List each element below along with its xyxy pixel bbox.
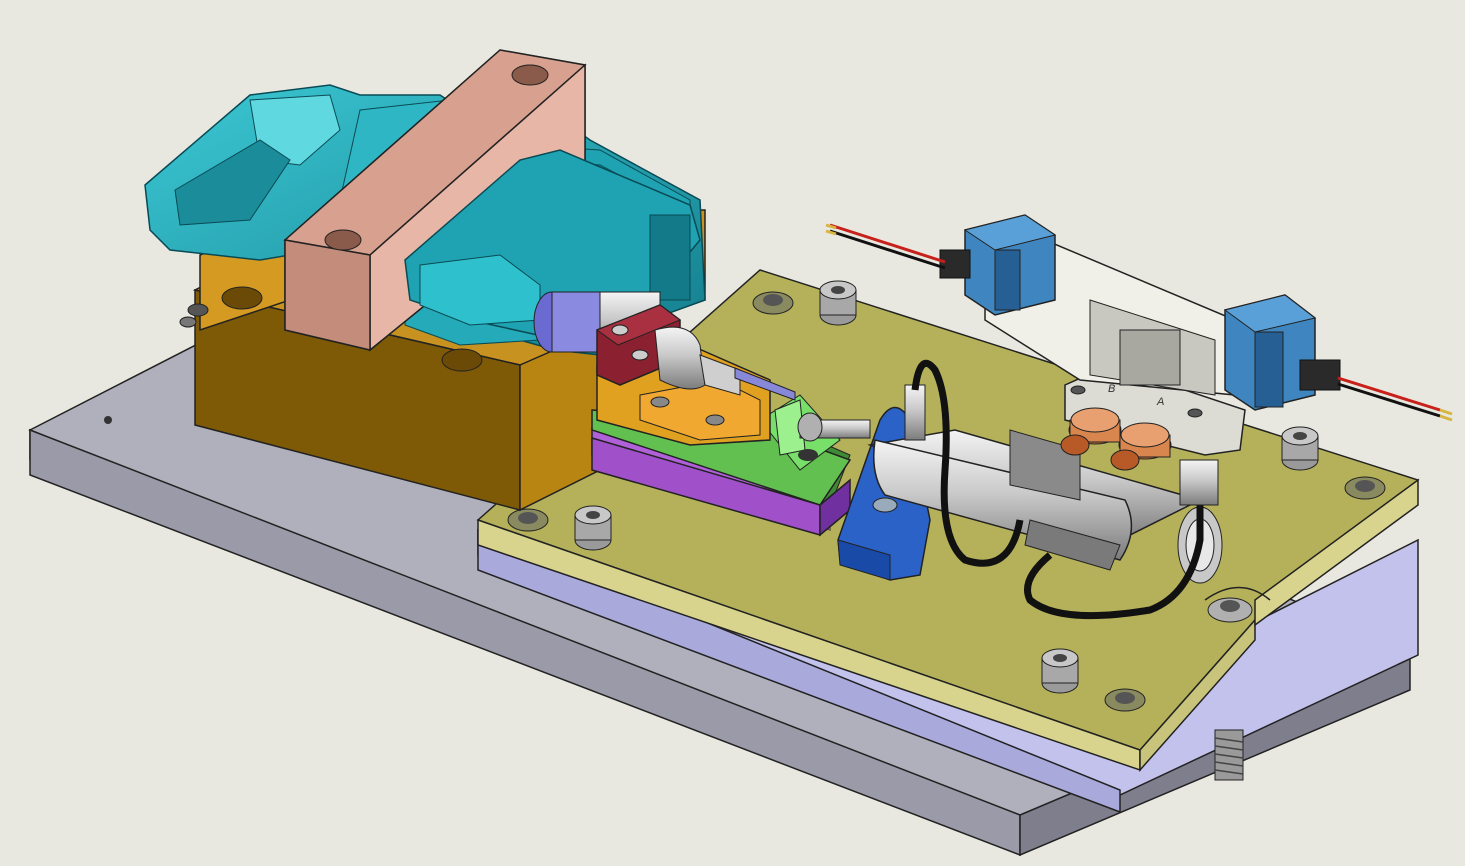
- air-fitting-b: [1060, 407, 1122, 456]
- screw: [819, 280, 857, 326]
- violet-block: [591, 426, 851, 537]
- screw: [1207, 597, 1253, 623]
- screw: [1104, 688, 1146, 712]
- probe-nozzle: [654, 326, 796, 401]
- screw: [507, 508, 549, 532]
- cap-screws: [507, 280, 1386, 712]
- solenoid-valve: B A: [825, 214, 1453, 471]
- right-solenoid-coil: [1223, 294, 1341, 411]
- screw: [574, 505, 612, 551]
- left-solenoid-coil: [939, 214, 1057, 316]
- adjust-rod: [797, 412, 871, 461]
- screw: [1041, 648, 1079, 694]
- screw: [1344, 476, 1386, 500]
- air-hoses: [911, 359, 1219, 620]
- port-label-b: B: [1108, 383, 1115, 395]
- air-fitting-a: [1110, 422, 1172, 471]
- base-hole: [104, 416, 112, 424]
- threaded-stud: [1214, 729, 1244, 781]
- screw: [1281, 426, 1319, 471]
- solenoid-wires: [825, 223, 1453, 422]
- screw: [752, 291, 794, 315]
- port-label-a: A: [1156, 396, 1164, 408]
